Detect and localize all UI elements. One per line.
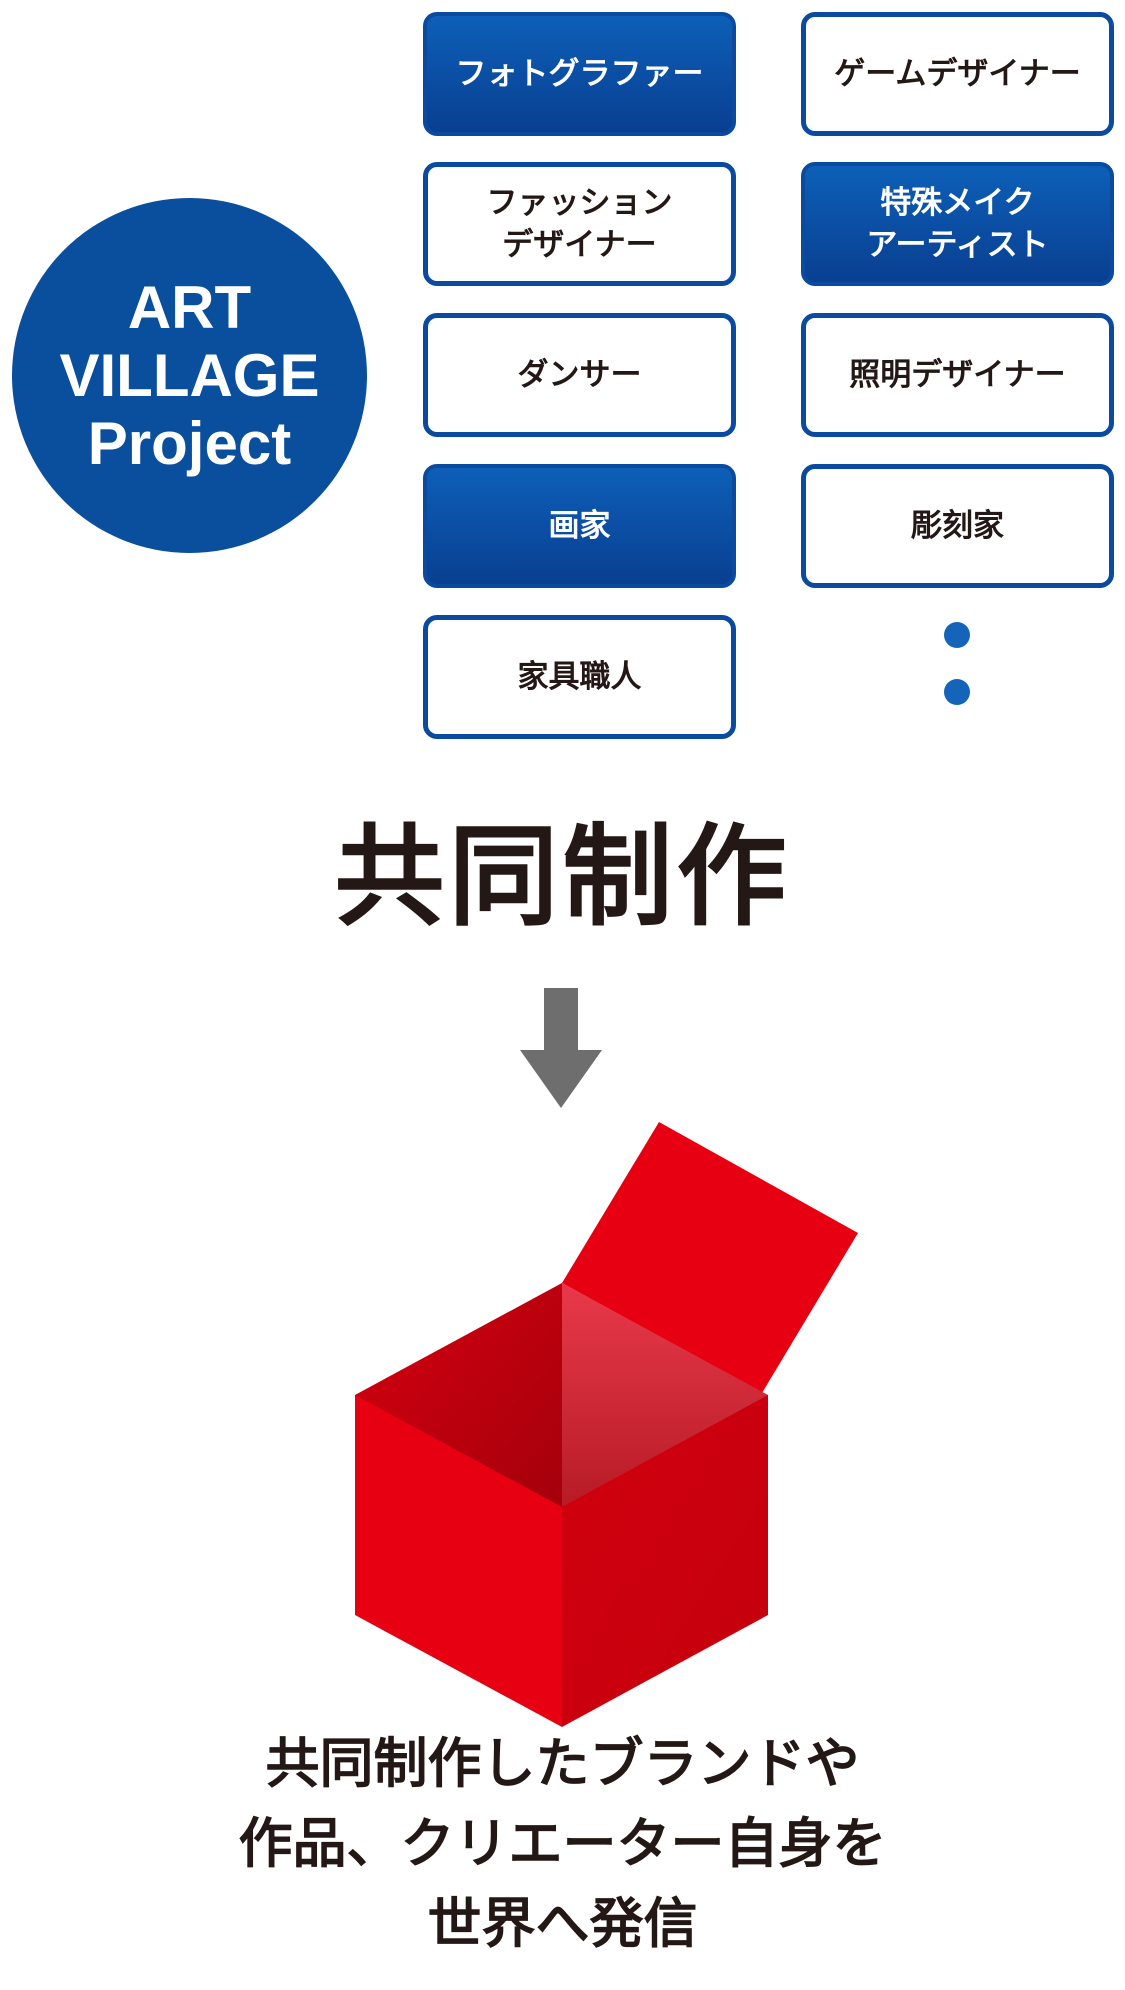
ellipsis-dot-1 xyxy=(944,622,970,648)
art-village-project-logo: ART VILLAGE Project xyxy=(12,198,367,553)
role-game-designer: ゲームデザイナー xyxy=(801,12,1114,136)
role-sfx-makeup-artist: 特殊メイク アーティスト xyxy=(801,162,1114,286)
caption-line-2: 作品、クリエーター自身を xyxy=(238,1812,887,1875)
role-fashion-designer: ファッション デザイナー xyxy=(423,162,736,286)
box-lid xyxy=(562,1122,858,1393)
down-arrow-icon xyxy=(520,988,602,1108)
box-front-right xyxy=(562,1395,768,1727)
role-furniture-maker: 家具職人 xyxy=(423,615,736,739)
logo-line-3: Project xyxy=(87,409,292,477)
collaboration-heading: 共同制作 xyxy=(334,813,791,941)
role-painter: 画家 xyxy=(423,464,736,588)
logo-line-2: VILLAGE xyxy=(59,341,320,409)
ellipsis-dot-2 xyxy=(944,679,970,705)
role-photographer: フォトグラファー xyxy=(423,12,736,136)
logo-line-1: ART xyxy=(127,273,252,341)
caption: 共同制作したブランドや 作品、クリエーター自身を 世界へ発信 xyxy=(0,1724,1125,1964)
caption-line-1: 共同制作したブランドや xyxy=(265,1732,860,1795)
role-dancer: ダンサー xyxy=(423,313,736,437)
role-lighting-designer: 照明デザイナー xyxy=(801,313,1114,437)
caption-line-3: 世界へ発信 xyxy=(427,1892,698,1955)
open-box-illustration xyxy=(355,1122,858,1727)
logo-text: ART VILLAGE Project xyxy=(59,274,319,478)
box-front-left xyxy=(355,1395,562,1727)
role-sculptor: 彫刻家 xyxy=(801,464,1114,588)
